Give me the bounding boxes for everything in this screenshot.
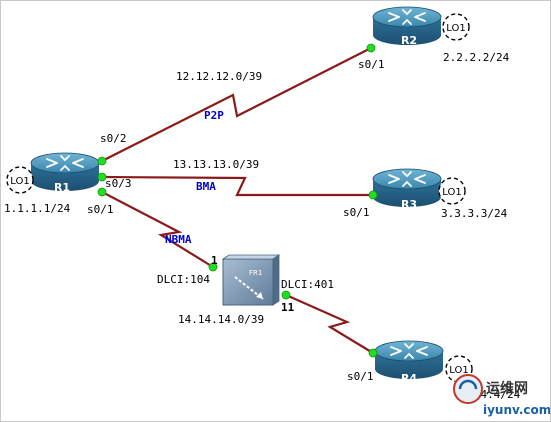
watermark-url: iyunv.com [483,403,550,417]
r1-lo-ip: 1.1.1.1/24 [4,202,71,215]
fr-port-11-label: 11 [281,301,295,314]
fr-network-label: 14.14.14.0/39 [178,313,264,326]
r1-s0-3-label: s0/3 [105,177,132,190]
router-r3-name: R3 [401,198,417,211]
watermark-cn: 运维网 [486,380,528,397]
nbma-link [101,191,214,268]
bma-type-label: BMA [196,180,216,193]
nbma-type-label: NBMA [165,233,192,246]
watermark: 运维网 iyunv.com [453,374,550,417]
svg-text:LO1: LO1 [446,23,465,34]
port-r1-s0-2 [97,156,107,166]
fr-r4-link [285,293,374,354]
dlci-401-label: DLCI:401 [281,278,334,291]
p2p-network-label: 12.12.12.0/39 [176,70,262,83]
r2-s0-1-label: s0/1 [358,58,385,71]
port-fr-1 [208,262,218,272]
watermark-logo-icon [453,374,483,404]
r1-s0-1-label: s0/1 [87,203,114,216]
port-r1-s0-1 [97,187,107,197]
r4-s0-1-label: s0/1 [347,370,374,383]
r1-s0-2-label: s0/2 [100,132,127,145]
fr-arrow-icon [234,276,264,300]
fr-port-1-label: 1 [211,254,218,267]
router-r2-name: R2 [401,34,417,47]
loopback-r1: LO1 [6,166,34,194]
fr1-label: FR1 [249,269,262,277]
bma-link [101,175,373,197]
router-r4[interactable]: R4 [374,340,444,385]
dlci-104-label: DLCI:104 [157,273,210,286]
router-r4-name: R4 [401,372,417,385]
port-r2-s0-1 [366,43,376,53]
r2-lo-ip: 2.2.2.2/24 [443,51,510,64]
port-r1-s0-3 [97,172,107,182]
router-r1-name: R1 [54,181,70,194]
svg-text:LO1: LO1 [442,187,461,198]
port-r4-s0-1 [368,348,378,358]
r3-s0-1-label: s0/1 [343,206,370,219]
port-fr-11 [281,290,291,300]
frame-relay-switch-fr1[interactable]: FR1 [221,254,281,306]
p2p-link [101,47,372,162]
loopback-r2: LO1 [442,13,470,41]
svg-text:LO1: LO1 [10,176,29,187]
loopback-r3: LO1 [438,177,466,205]
p2p-type-label: P2P [204,109,224,122]
router-r1[interactable]: R1 [30,152,100,194]
router-r3[interactable]: R3 [372,168,442,211]
svg-text:LO1: LO1 [449,365,468,376]
bma-network-label: 13.13.13.0/39 [173,158,259,171]
r3-lo-ip: 3.3.3.3/24 [441,207,508,220]
port-r3-s0-1 [368,190,378,200]
router-r2[interactable]: R2 [372,6,442,47]
